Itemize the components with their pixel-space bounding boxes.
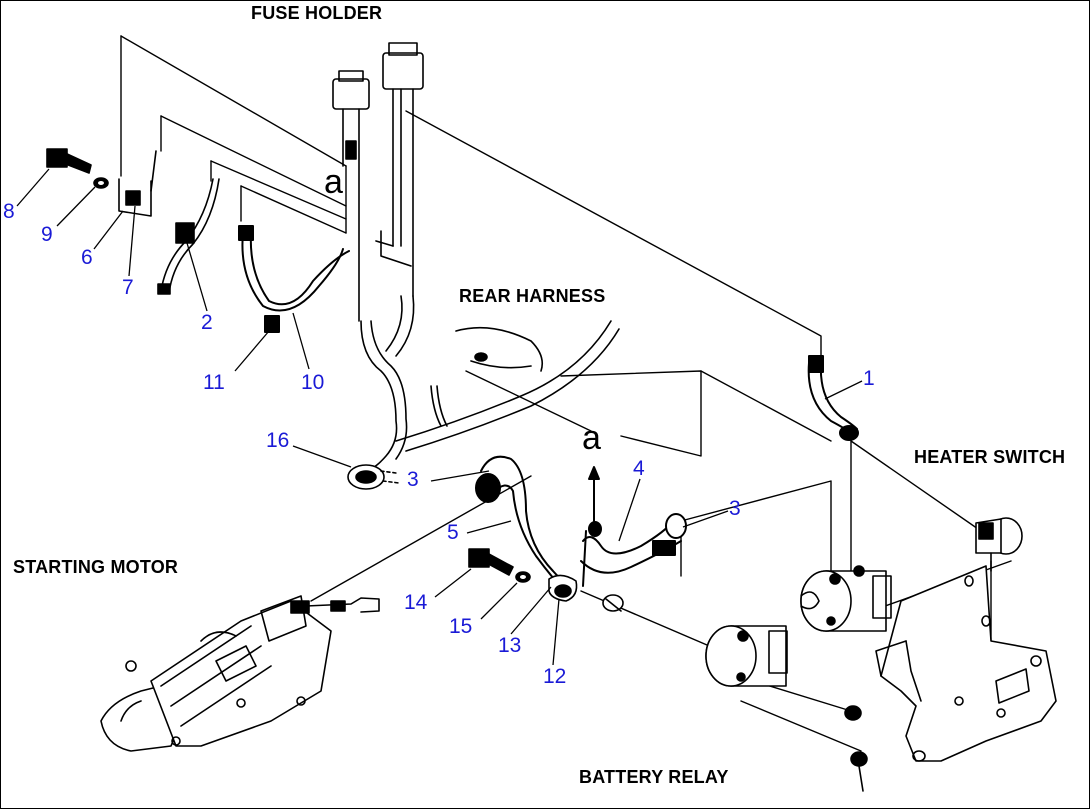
cable-10 (238, 225, 350, 333)
callout-2: 2 (201, 311, 213, 334)
label-battery-relay: BATTERY RELAY (579, 767, 729, 787)
washer-9 (93, 177, 109, 189)
fuse-holder-right (375, 42, 424, 297)
washer-15 (515, 571, 531, 583)
cable-4 (580, 466, 687, 587)
clamp-16 (347, 464, 400, 490)
callout-4: 4 (633, 457, 645, 480)
callout-16: 16 (266, 429, 290, 452)
callout-13: 13 (498, 634, 522, 657)
label-starting-motor: STARTING MOTOR (13, 557, 179, 577)
mounting-bracket (875, 565, 1057, 762)
heater-switch-part (975, 517, 1023, 572)
callout-9: 9 (41, 223, 53, 246)
callout-14: 14 (404, 591, 428, 614)
rear-harness (360, 295, 620, 472)
heater-relay (800, 565, 892, 632)
reference-a-lower: a (582, 419, 601, 457)
callout-6: 6 (81, 246, 93, 269)
cable-1 (807, 355, 859, 441)
label-fuse-holder: FUSE HOLDER (251, 3, 383, 23)
bolt-14 (468, 548, 514, 576)
battery-relay-part (602, 594, 788, 687)
callout-10: 10 (301, 371, 325, 394)
connection-lines (120, 35, 1012, 752)
callout-1: 1 (863, 367, 875, 390)
callout-12: 12 (543, 665, 567, 688)
label-rear-harness: REAR HARNESS (459, 286, 606, 306)
relay-mount-bolts (844, 705, 868, 792)
clamp-12-13 (548, 574, 578, 602)
starting-motor-part (100, 595, 380, 752)
fuse-holder-left (332, 70, 370, 322)
callout-5: 5 (447, 521, 459, 544)
cable-2 (157, 178, 220, 295)
callout-15: 15 (449, 615, 473, 638)
callout-3-right: 3 (729, 497, 741, 520)
bolt-8 (46, 148, 92, 174)
callout-3-left: 3 (407, 468, 419, 491)
reference-a-upper: a (324, 163, 343, 201)
callout-7: 7 (122, 276, 134, 299)
label-heater-switch: HEATER SWITCH (914, 447, 1066, 467)
callout-8: 8 (3, 200, 15, 223)
callout-11: 11 (203, 371, 225, 394)
